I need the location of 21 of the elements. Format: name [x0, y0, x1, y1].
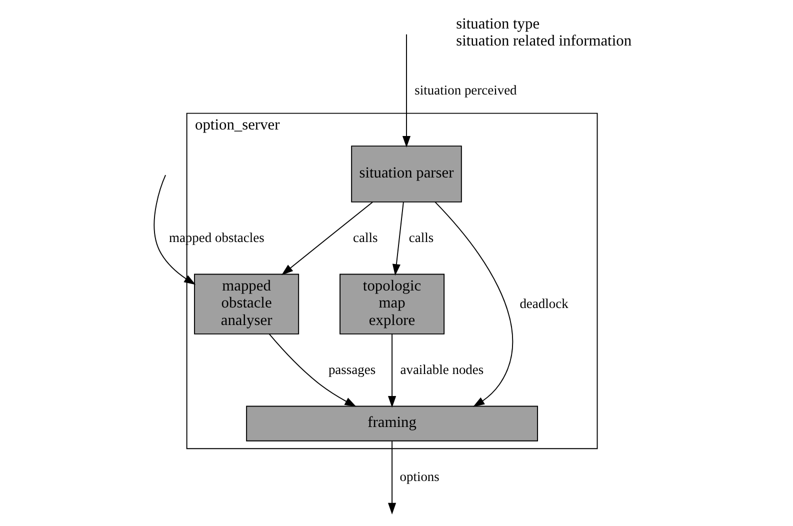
node-box: mapped obstacle analyser: [194, 274, 299, 334]
arrow: [402, 34, 410, 148]
arrow: [387, 440, 396, 514]
edge-label: deadlock: [519, 296, 568, 312]
edge-label: passages: [328, 362, 376, 378]
label: situation related information: [456, 32, 632, 50]
node-box: situation parser: [350, 146, 462, 202]
edge-label: calls: [352, 230, 378, 246]
arrow: [392, 202, 404, 276]
node-box: topologic map explore: [339, 274, 444, 334]
arrow: [387, 334, 396, 408]
node-box: framing: [246, 406, 538, 442]
edge-label: calls: [408, 230, 434, 246]
edge-label: situation perceived: [414, 82, 516, 98]
arrow: [153, 174, 196, 285]
label: situation type: [456, 15, 540, 32]
arrow: [434, 201, 512, 407]
arrow: [268, 333, 356, 407]
edge-label: available nodes: [400, 362, 484, 378]
arrow: [281, 202, 373, 276]
edge-label: options: [399, 469, 439, 484]
